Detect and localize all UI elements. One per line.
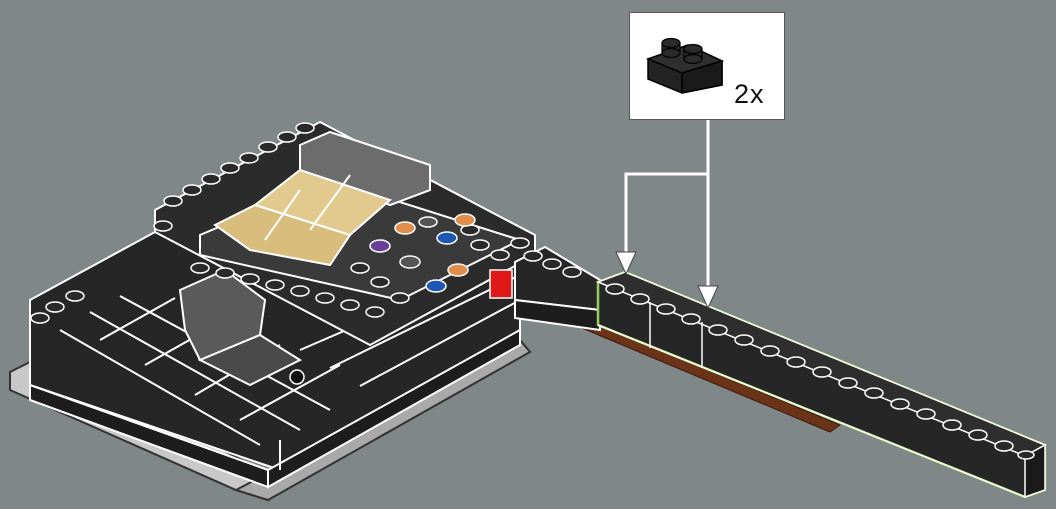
model-studs [30,122,530,324]
arm-studs [523,250,1035,460]
part-quantity: 2x [734,79,765,109]
arrow-left-head [615,251,637,276]
placement-arrows [624,120,710,300]
black-1x2-brick-icon [645,37,725,94]
arrow-right-head [697,285,719,310]
extension-arm [513,245,1047,499]
arrow-heads [615,251,719,310]
parts-callout: 2x [629,12,785,120]
arrow-left [624,120,710,266]
